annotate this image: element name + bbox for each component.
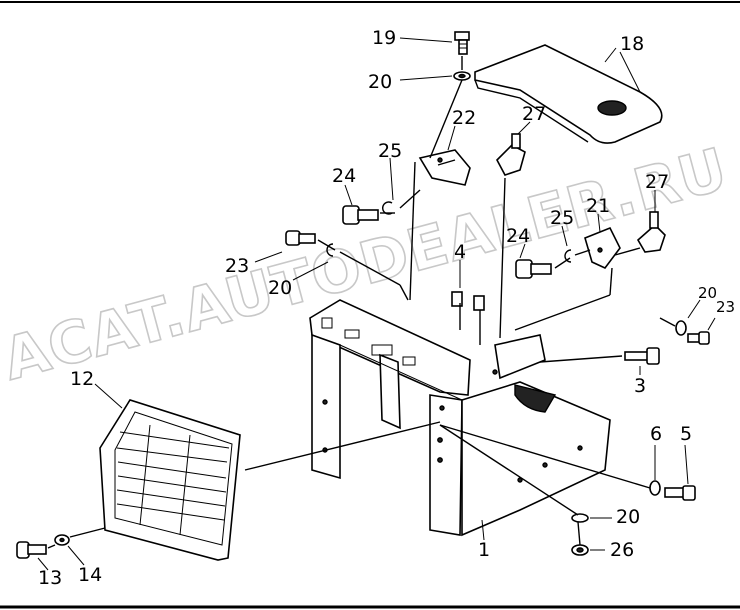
callout-3: 3 <box>634 375 646 397</box>
callout-26: 26 <box>610 539 634 561</box>
assembly-lines <box>47 56 676 549</box>
part-23-bolt-left <box>285 230 316 246</box>
callout-23-left: 23 <box>225 255 249 277</box>
part-1-main-frame <box>309 299 611 537</box>
part-6-washer <box>649 480 661 496</box>
part-24-bolt-lower <box>515 259 552 279</box>
callout-labels: 19 18 20 22 27 25 24 27 21 25 24 4 23 20… <box>38 27 735 589</box>
callout-20-left: 20 <box>268 277 292 299</box>
part-13-bolt <box>16 541 47 559</box>
callout-23-right: 23 <box>716 298 735 316</box>
part-20-washer-left <box>326 243 334 257</box>
callout-27-lower: 27 <box>645 171 669 193</box>
callout-4: 4 <box>454 241 466 263</box>
callout-5: 5 <box>680 423 692 445</box>
part-19-bolt <box>454 31 470 55</box>
callout-20-right: 20 <box>698 284 717 302</box>
part-12-radiator-grille <box>99 399 241 561</box>
callout-21: 21 <box>586 195 610 217</box>
callout-25-lower: 25 <box>550 207 574 229</box>
callout-24-lower: 24 <box>506 225 530 247</box>
part-25-washer-lower <box>564 249 572 263</box>
part-20-washer-right <box>675 320 687 336</box>
callout-20-top: 20 <box>368 71 392 93</box>
part-27-switch-lower <box>636 211 666 253</box>
callout-6: 6 <box>650 423 662 445</box>
callout-13: 13 <box>38 567 62 589</box>
callout-12: 12 <box>70 368 94 390</box>
part-21-bracket <box>584 226 621 269</box>
part-23-bolt-right <box>687 331 710 345</box>
part-20-washer-bottom <box>571 513 589 523</box>
callout-24-upper: 24 <box>332 165 356 187</box>
part-5-bolt <box>664 485 696 501</box>
part-14-washer <box>54 534 70 546</box>
callout-1: 1 <box>478 539 490 561</box>
callout-22: 22 <box>452 107 476 129</box>
part-26-nut <box>571 544 589 556</box>
part-3-bolt <box>624 347 660 365</box>
leader-lines <box>37 37 716 571</box>
part-24-bolt-upper <box>342 205 379 225</box>
callout-18: 18 <box>620 33 644 55</box>
part-22-bracket <box>418 149 471 186</box>
callout-19: 19 <box>372 27 396 49</box>
part-27-switch-upper <box>496 133 526 176</box>
callout-20-bottom: 20 <box>616 506 640 528</box>
callout-25-upper: 25 <box>378 140 402 162</box>
callout-14: 14 <box>78 564 102 586</box>
part-20-washer-top <box>453 71 471 81</box>
part-25-washer-upper <box>382 201 393 215</box>
part-18-top-cover <box>474 44 663 144</box>
callout-27-upper: 27 <box>522 103 546 125</box>
part-4-nuts <box>451 291 485 311</box>
